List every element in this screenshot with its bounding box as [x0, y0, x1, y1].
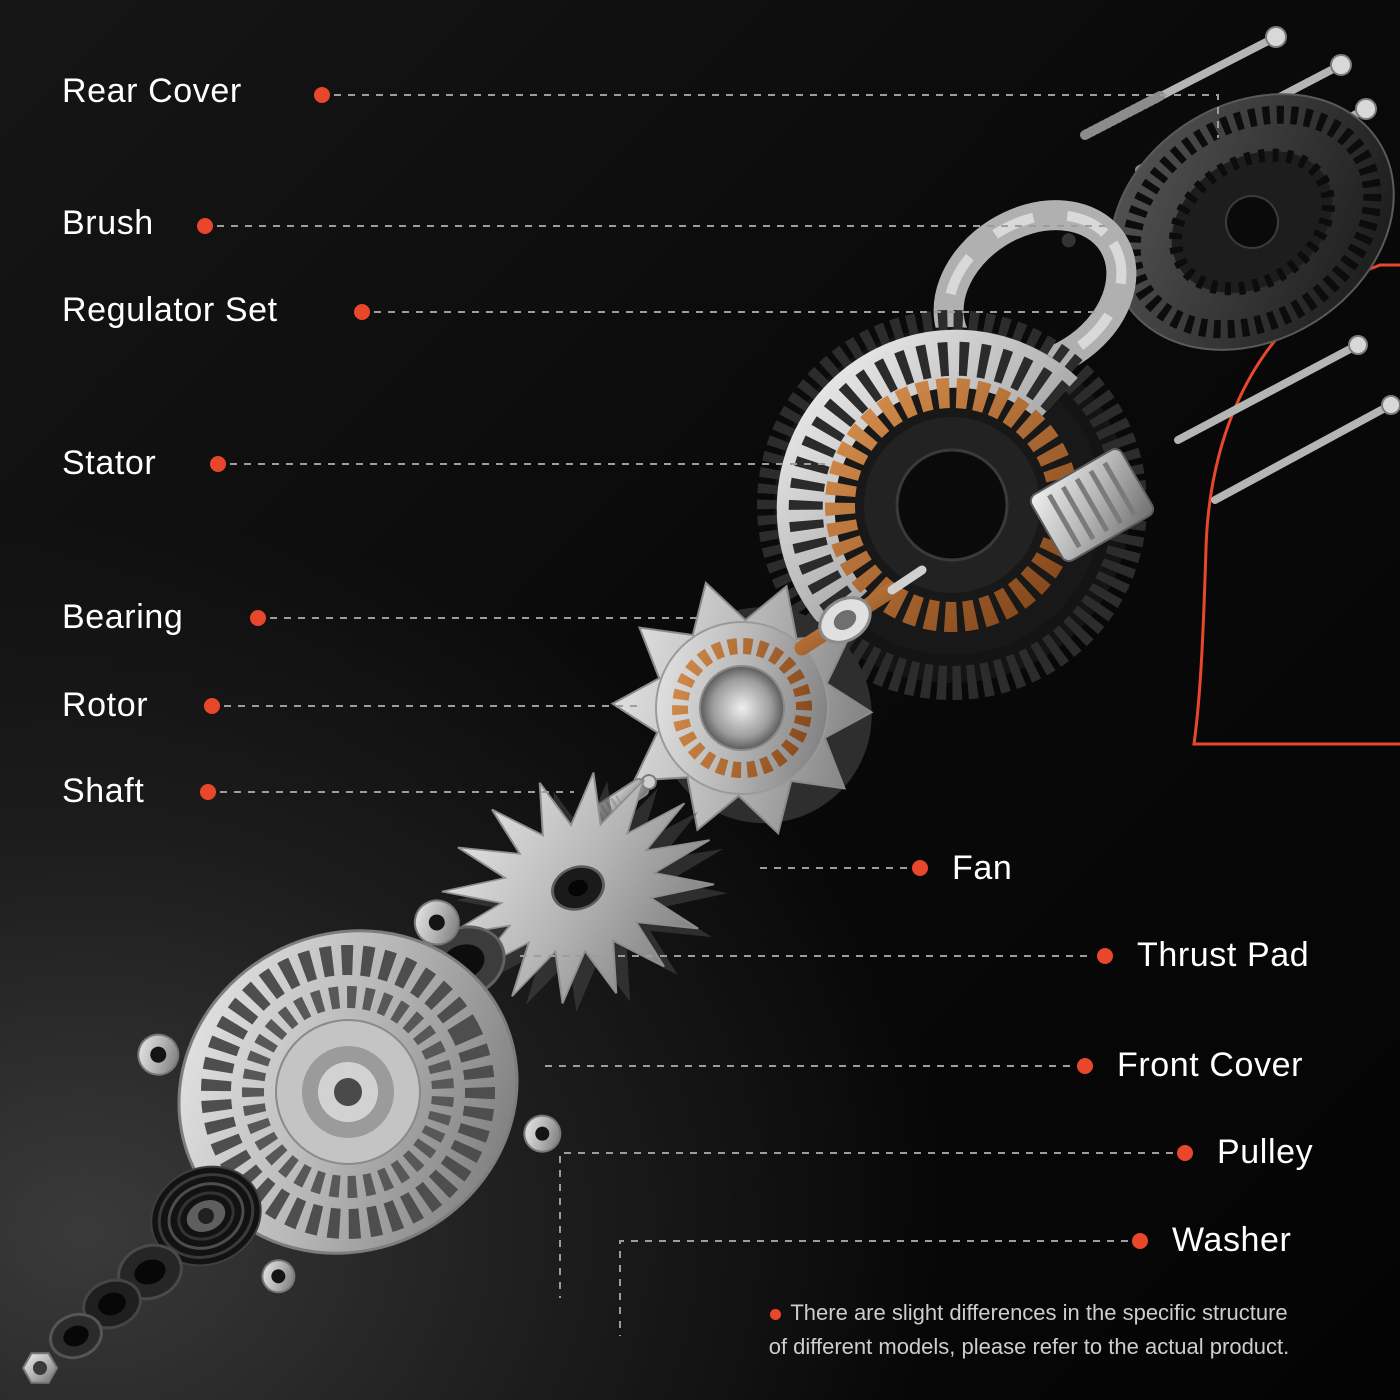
washer-parts — [21, 1243, 183, 1384]
label-regulator-set: Regulator Set — [62, 290, 278, 329]
bullet-dot-icon — [770, 1308, 782, 1320]
leader-dot-shaft — [200, 784, 216, 800]
label-fan: Fan — [952, 848, 1013, 887]
regulator-set-part — [1029, 448, 1155, 562]
leader-dot-front-cover — [1077, 1058, 1093, 1074]
label-shaft: Shaft — [62, 771, 145, 810]
leader-dot-rotor — [204, 698, 220, 714]
leader-dot-washer — [1132, 1233, 1148, 1249]
label-rear-cover: Rear Cover — [62, 71, 242, 110]
label-pulley: Pulley — [1217, 1132, 1314, 1171]
front-cover-part — [137, 899, 562, 1294]
leader-dot-bearing — [250, 610, 266, 626]
fan-part — [441, 772, 728, 1013]
leader-dot-fan — [912, 860, 928, 876]
rear-cover-part — [1109, 93, 1395, 351]
leader-line-washer — [619, 1240, 1128, 1336]
leader-line-rear-cover — [334, 94, 1219, 138]
footnote-text-1: There are slight differences in the spec… — [790, 1300, 1288, 1325]
label-brush: Brush — [62, 203, 154, 242]
leader-dot-thrust-pad — [1097, 948, 1113, 964]
leader-dot-brush — [197, 218, 213, 234]
label-bearing: Bearing — [62, 597, 184, 636]
bearing-part — [818, 596, 872, 644]
label-stator: Stator — [62, 443, 157, 482]
footnote-line-2: of different models, please refer to the… — [768, 1334, 1290, 1359]
pulley-part — [150, 1165, 262, 1267]
label-rotor: Rotor — [62, 685, 149, 724]
leader-dot-rear-cover — [314, 87, 330, 103]
leader-dot-regulator-set — [354, 304, 370, 320]
leader-line-pulley — [559, 1152, 1173, 1298]
label-thrust-pad: Thrust Pad — [1137, 935, 1310, 974]
label-washer: Washer — [1172, 1220, 1292, 1259]
leader-dot-stator — [210, 456, 226, 472]
leader-dot-pulley — [1177, 1145, 1193, 1161]
footnote-line-1: There are slight differences in the spec… — [704, 1296, 1354, 1330]
nut-part — [21, 1352, 59, 1384]
footnote: There are slight differences in the spec… — [704, 1296, 1354, 1364]
label-front-cover: Front Cover — [1117, 1045, 1304, 1084]
